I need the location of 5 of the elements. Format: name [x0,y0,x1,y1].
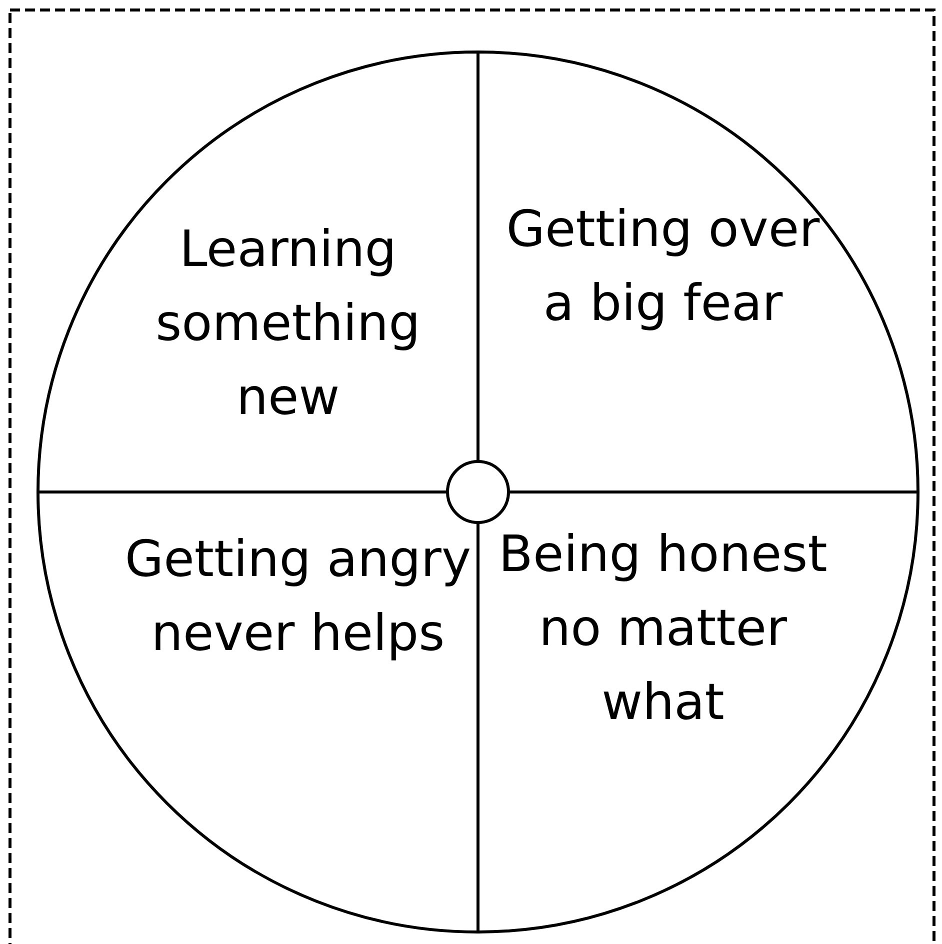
section-label: Being honest no matter what [498,524,828,733]
center-circle [446,460,510,524]
section-label: Getting over a big fear [505,199,821,334]
section-label: Learning something new [154,219,422,428]
section-label: Getting angry never helps [124,529,472,664]
